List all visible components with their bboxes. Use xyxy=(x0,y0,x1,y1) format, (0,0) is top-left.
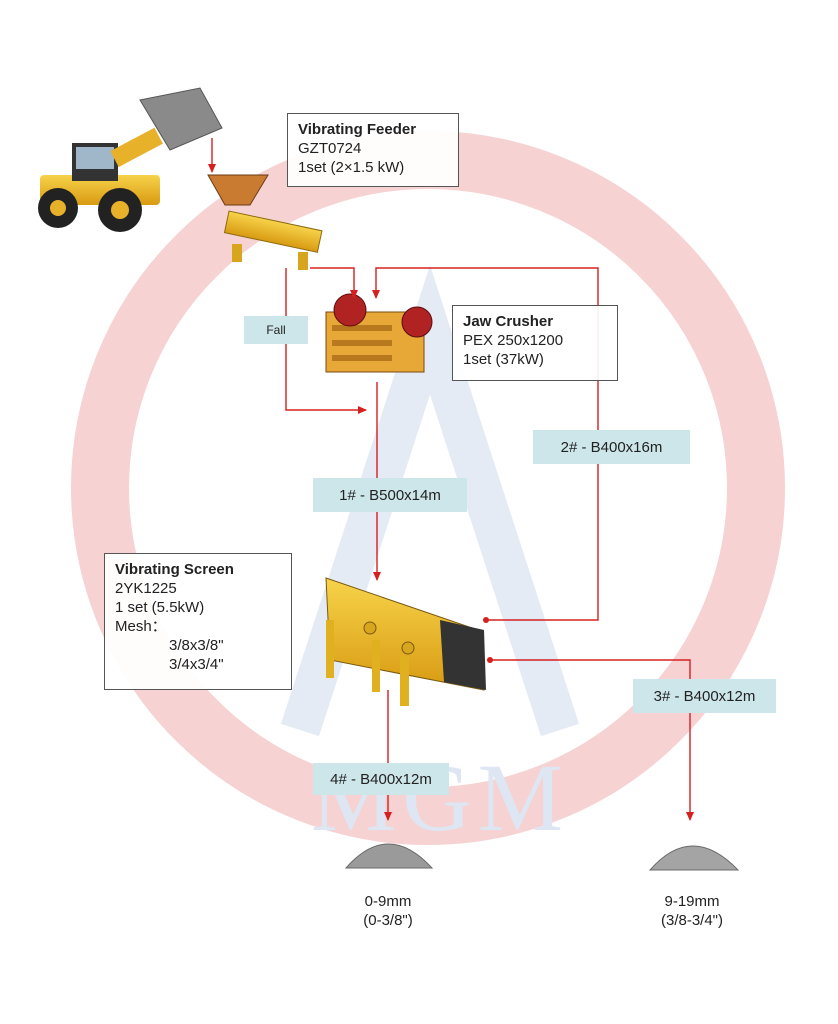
feeder-info-box: Vibrating Feeder GZT0724 1set (2×1.5 kW) xyxy=(287,113,459,187)
output-coarse-size: 9-19mm xyxy=(664,893,720,910)
vibrating-feeder-icon xyxy=(207,174,323,270)
screen-title: Vibrating Screen xyxy=(115,561,234,578)
screen-mesh-2: 3/4x3/4" xyxy=(169,656,224,673)
watermark-text: MGM xyxy=(311,744,569,851)
crusher-info-box: Jaw Crusher PEX 250x1200 1set (37kW) xyxy=(452,305,618,381)
output-fine-imperial: (0-3/8") xyxy=(363,912,413,929)
arrow-feeder-to-crusher xyxy=(310,267,358,299)
jaw-crusher-icon xyxy=(325,293,433,373)
output-coarse: 9-19mm (3/8-3/4") xyxy=(632,892,752,930)
screen-mesh-1: 3/8x3/8" xyxy=(169,637,224,654)
crusher-model: PEX 250x1200 xyxy=(463,332,564,349)
stockpile-coarse-icon xyxy=(648,845,740,871)
arrow-screen-to-coarse xyxy=(490,659,694,821)
stockpile-fine-icon xyxy=(344,843,434,869)
crusher-title: Jaw Crusher xyxy=(463,313,554,330)
tag-conveyor-4: 4# - B400x12m xyxy=(313,763,449,795)
screen-info-box: Vibrating Screen 2YK1225 1 set (5.5kW) M… xyxy=(104,553,292,690)
arrow-fall-to-conveyor xyxy=(285,268,367,414)
output-fine: 0-9mm (0-3/8") xyxy=(328,892,448,930)
coarse-origin-dot xyxy=(487,657,493,663)
recycle-origin-dot xyxy=(483,617,489,623)
tag-conveyor-1: 1# - B500x14m xyxy=(313,478,467,512)
crusher-spec: 1set (37kW) xyxy=(463,351,544,368)
arrow-recycle-to-crusher xyxy=(372,267,599,621)
screen-model: 2YK1225 xyxy=(115,580,177,597)
tag-fall: Fall xyxy=(244,316,308,344)
screen-mesh-label: Mesh： xyxy=(115,618,167,635)
vibrating-screen-icon xyxy=(325,577,486,706)
feeder-spec: 1set (2×1.5 kW) xyxy=(298,159,405,176)
output-coarse-imperial: (3/8-3/4") xyxy=(660,912,723,929)
screen-spec: 1 set (5.5kW) xyxy=(115,599,205,616)
feeder-title: Vibrating Feeder xyxy=(298,121,417,138)
flow-arrows xyxy=(208,138,694,821)
wheel-loader-icon xyxy=(38,87,223,232)
feeder-model: GZT0724 xyxy=(298,140,362,157)
tag-conveyor-2: 2# - B400x16m xyxy=(533,430,690,464)
output-fine-size: 0-9mm xyxy=(364,893,412,910)
tag-conveyor-3: 3# - B400x12m xyxy=(633,679,776,713)
